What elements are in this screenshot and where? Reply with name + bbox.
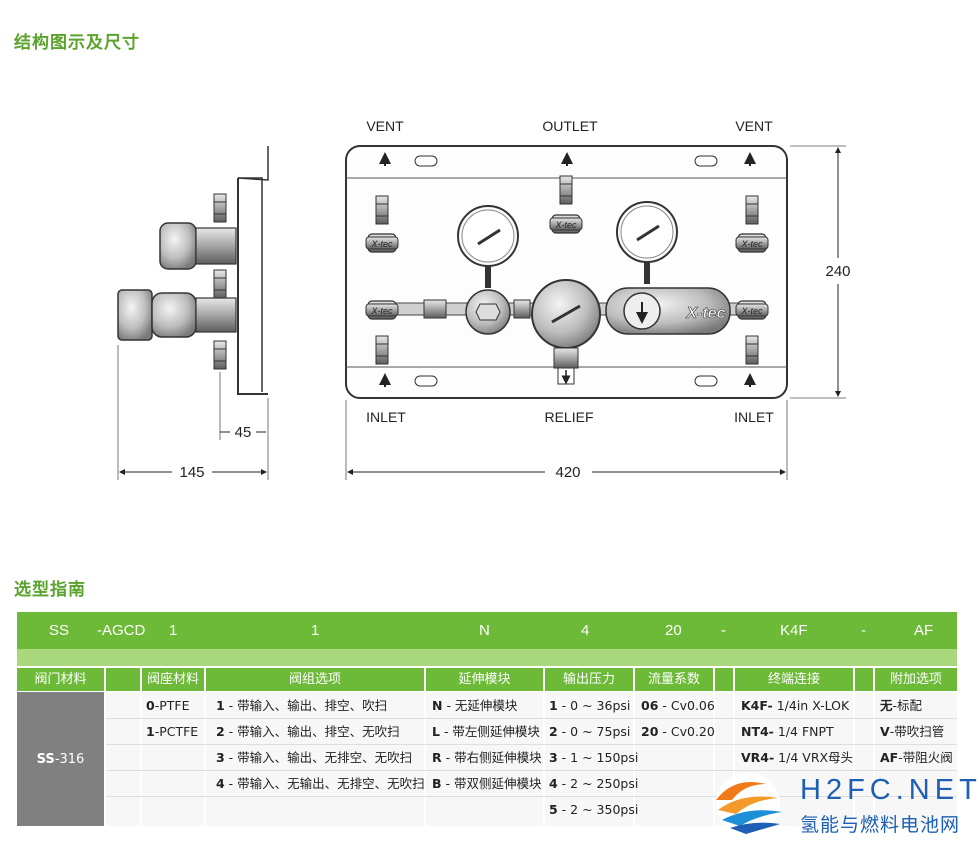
label-vent-right: VENT	[735, 118, 773, 134]
wave-logo-icon	[716, 772, 782, 836]
dim-height: 240	[825, 263, 850, 280]
seat-material-item: 0-PTFE	[146, 698, 190, 713]
side-view	[117, 146, 269, 395]
header-end-connections: 终端连接	[735, 668, 853, 691]
code-segment: -	[721, 622, 726, 639]
header-extension-modules: 延伸模块	[426, 668, 543, 691]
dim-width: 420	[555, 464, 580, 481]
extension-module-item: L - 带左侧延伸模块	[432, 724, 540, 739]
end-connection-item: K4F- 1/4in X-LOK	[741, 698, 850, 713]
valve-material-cell: SS-316	[17, 692, 104, 826]
brand-mark: X-tec	[370, 306, 393, 316]
code-segment: AF	[914, 622, 934, 639]
code-segment: -	[861, 622, 866, 639]
flow-coefficient-item: 06 - Cv0.06	[641, 698, 715, 713]
additional-option-item: AF-带阻火阀	[880, 750, 953, 765]
code-bar-divider	[17, 649, 957, 666]
output-pressure-item: 5 - 2 ~ 350psi	[549, 802, 639, 817]
header-valve-material: 阀门材料	[17, 668, 104, 691]
dimension-drawing: X-tec X-tec X-tec X-tec X-tec X-tec VENT…	[117, 118, 851, 481]
brand-mark: X-tec	[685, 305, 725, 322]
output-pressure-item: 3 - 1 ~ 150psi	[549, 750, 639, 765]
label-relief: RELIEF	[544, 409, 593, 425]
output-pressure-item: 1 - 0 ~ 36psi	[549, 698, 631, 713]
watermark-subtitle: 氢能与燃料电池网	[800, 814, 961, 836]
order-code-bar: SS -AGCD 1 1 N 4 20 - K4F - AF	[17, 612, 957, 649]
code-segment: N	[479, 622, 490, 639]
label-vent-left: VENT	[366, 118, 404, 134]
watermark-logo: H2FC.NET 氢能与燃料电池网	[708, 770, 977, 840]
manifold-option-item: 1 - 带输入、输出、排空、吹扫	[216, 698, 388, 713]
header-additional-options: 附加选项	[875, 668, 957, 691]
header-spacer	[855, 668, 873, 691]
header-flow-coefficient: 流量系数	[635, 668, 713, 691]
code-segment: -AGCD	[97, 622, 146, 639]
end-connection-item: NT4- 1/4 FNPT	[741, 724, 834, 739]
section-title-structure: 结构图示及尺寸	[14, 33, 140, 53]
code-segment: 20	[665, 622, 682, 639]
code-segment: 1	[169, 622, 178, 639]
manifold-option-item: 4 - 带输入、无输出、无排空、无吹扫	[216, 776, 425, 791]
manifold-option-item: 3 - 带输入、输出、无排空、无吹扫	[216, 750, 413, 765]
manifold-option-item: 2 - 带输入、输出、排空、无吹扫	[216, 724, 400, 739]
brand-mark: X-tec	[554, 220, 577, 230]
flow-coefficient-item: 20 - Cv0.20	[641, 724, 715, 739]
brand-mark: X-tec	[740, 306, 763, 316]
header-spacer	[106, 668, 140, 691]
extension-module-item: N - 无延伸模块	[432, 698, 518, 713]
section-title-selection: 选型指南	[14, 580, 86, 600]
front-view: X-tec X-tec X-tec X-tec X-tec X-tec	[345, 145, 788, 399]
output-pressure-item: 4 - 2 ~ 250psi	[549, 776, 639, 791]
header-seat-material: 阀座材料	[142, 668, 204, 691]
label-inlet-right: INLET	[734, 409, 774, 425]
extension-module-item: R - 带右侧延伸模块	[432, 750, 542, 765]
header-spacer	[715, 668, 733, 691]
extension-module-item: B - 带双侧延伸模块	[432, 776, 542, 791]
seat-material-item: 1-PCTFE	[146, 724, 199, 739]
label-inlet-left: INLET	[366, 409, 406, 425]
code-segment: 4	[581, 622, 590, 639]
label-outlet: OUTLET	[542, 118, 598, 134]
watermark-title: H2FC.NET	[800, 774, 979, 806]
dim-side-width: 145	[179, 464, 204, 481]
code-segment: 1	[311, 622, 320, 639]
end-connection-item: VR4- 1/4 VRX母头	[741, 750, 854, 765]
code-segment: K4F	[780, 622, 808, 639]
code-segment: SS	[49, 622, 70, 639]
dim-depth: 45	[235, 424, 252, 441]
brand-mark: X-tec	[370, 239, 393, 249]
header-output-pressure: 输出压力	[545, 668, 633, 691]
output-pressure-item: 2 - 0 ~ 75psi	[549, 724, 631, 739]
additional-option-item: V-带吹扫管	[880, 724, 945, 739]
additional-option-item: 无-标配	[880, 698, 923, 713]
brand-mark: X-tec	[740, 239, 763, 249]
header-manifold-options: 阀组选项	[206, 668, 424, 691]
